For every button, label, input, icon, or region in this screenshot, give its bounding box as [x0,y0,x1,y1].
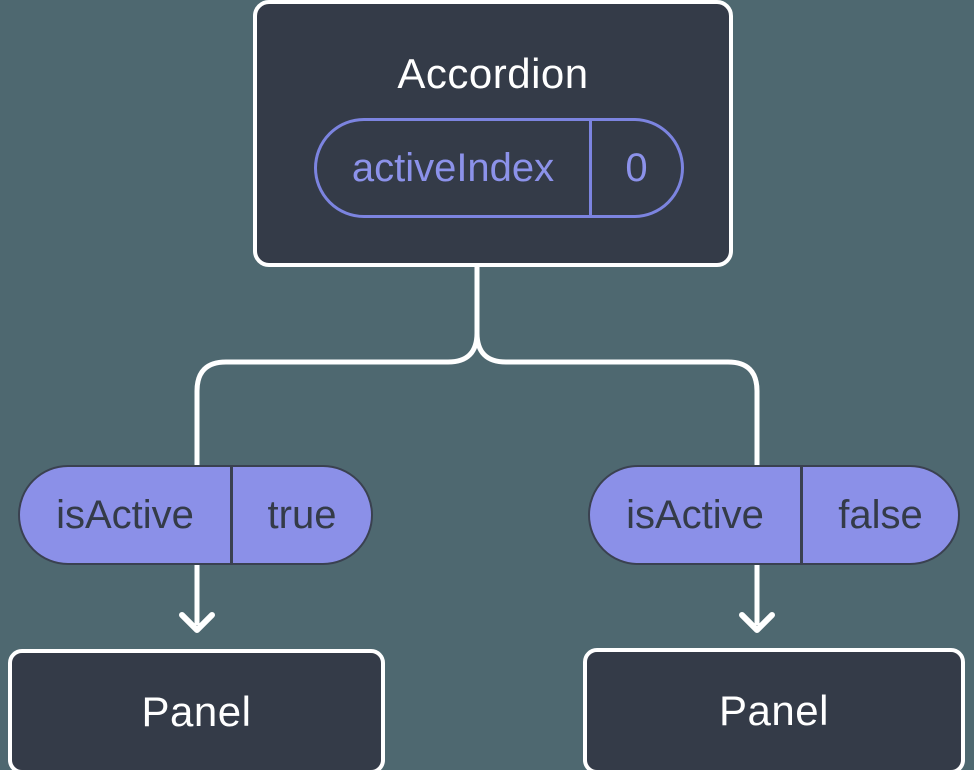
accordion-node-title: Accordion [397,50,589,97]
panel-node-right: Panel [583,648,965,770]
prop-pill-name: isActive [20,467,233,563]
state-pill-activeindex: activeIndex 0 [314,118,684,218]
panel-node-title: Panel [719,687,829,734]
prop-pill-isactive-false: isActive false [588,465,960,565]
prop-pill-isactive-true: isActive true [18,465,373,565]
prop-pill-name: isActive [590,467,803,563]
panel-node-left: Panel [8,649,385,770]
state-pill-value: 0 [625,145,648,190]
prop-pill-value: true [267,492,337,537]
arrowhead-right-icon [739,612,775,633]
accordion-node: Accordion activeIndex 0 [253,0,733,267]
prop-pill-value: false [838,492,923,537]
arrowhead-left-icon [179,612,215,633]
wire-left [194,263,480,625]
wire-right [474,263,760,625]
panel-node-title: Panel [141,687,252,735]
state-pill-name: activeIndex [317,121,592,215]
